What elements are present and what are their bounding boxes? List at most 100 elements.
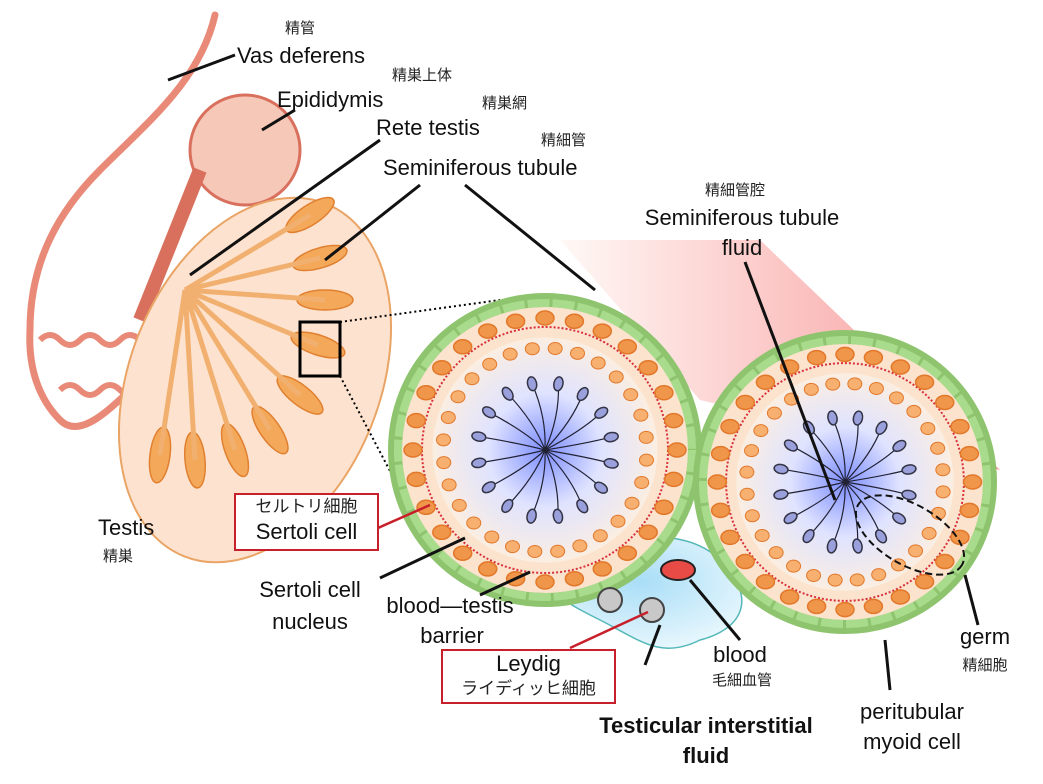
- myoid-label-1: peritubular: [860, 699, 964, 724]
- spermatid: [892, 439, 907, 453]
- germ-cell: [451, 498, 467, 512]
- spermatid: [526, 376, 538, 392]
- leydig-box: Leydig ライディッヒ細胞: [441, 649, 616, 704]
- germ-cell: [663, 471, 684, 488]
- spermatid: [603, 458, 619, 469]
- spermatid: [773, 463, 789, 475]
- germ-cell: [935, 485, 951, 499]
- germ-cell: [436, 433, 452, 447]
- germ-cell: [524, 342, 540, 356]
- germ-cell: [504, 540, 520, 554]
- spermatid: [501, 386, 514, 401]
- germ-cell: [617, 339, 638, 355]
- spermatid: [783, 511, 798, 525]
- spermatid: [783, 439, 798, 452]
- germ-cell: [739, 487, 755, 501]
- germ-cell: [440, 410, 456, 424]
- seminiferous-tubule-jp: 精細管: [541, 131, 587, 149]
- germ-cell: [608, 370, 624, 384]
- germ-cell: [847, 377, 863, 391]
- germ-cell: [436, 456, 452, 470]
- germ-cell: [720, 418, 740, 435]
- leydig-jp: ライディッヒ細胞: [461, 679, 596, 699]
- germ-cell: [908, 544, 924, 558]
- germ-cell: [592, 529, 608, 543]
- germ-cell: [590, 356, 606, 370]
- spermatid: [481, 406, 497, 419]
- germ-cell: [959, 445, 980, 462]
- germ-cell: [617, 545, 638, 561]
- germ-cell: [806, 349, 827, 366]
- spermatid: [526, 508, 537, 524]
- germ-cell: [753, 424, 769, 438]
- germ-cell: [827, 573, 843, 587]
- germ-cell: [935, 463, 951, 477]
- germ-cell: [450, 390, 466, 404]
- germ-cell: [744, 444, 760, 458]
- germ-cell: [572, 539, 588, 553]
- myoid-label-2: myoid cell: [863, 729, 961, 754]
- germ-cell: [406, 412, 427, 429]
- germ-cell: [935, 553, 955, 570]
- leydig-cell: [639, 597, 665, 623]
- sertoli-cell-label: Sertoli cell: [255, 519, 358, 544]
- germ-cell: [950, 418, 970, 435]
- lobule-duct: [182, 289, 198, 461]
- germ-cell: [888, 391, 904, 405]
- germ-cell: [871, 568, 887, 582]
- germ-cell: [914, 574, 935, 590]
- germ-cell: [835, 601, 855, 618]
- germ-cell: [768, 546, 784, 560]
- spermatid: [892, 512, 907, 525]
- lobule-duct: [184, 287, 319, 348]
- germ-cell: [786, 559, 802, 573]
- germ-jp: 精細胞: [962, 656, 1008, 674]
- germ-cell: [466, 516, 482, 530]
- germ-cell: [592, 561, 613, 577]
- germ-cell: [564, 313, 585, 330]
- blood-testis-barrier-label-2: barrier: [420, 623, 484, 648]
- germ-cell: [739, 465, 755, 479]
- interstitial-fluid-label-2: fluid: [682, 743, 730, 768]
- tubule-fluid-label-2: fluid: [721, 235, 763, 260]
- blood-vessel: [660, 559, 696, 581]
- spermatid: [901, 489, 917, 501]
- germ-cell: [868, 382, 884, 396]
- spermatid: [553, 376, 564, 392]
- spermatid: [481, 481, 496, 494]
- spermatid: [471, 457, 487, 469]
- germ-cell: [592, 323, 613, 339]
- lobule-duct: [182, 289, 238, 451]
- spermatid: [826, 538, 838, 554]
- spermatid: [552, 508, 564, 524]
- interstitial-fluid-label-1: Testicular interstitial: [599, 713, 813, 738]
- germ-cell: [935, 394, 955, 411]
- germ-cell: [710, 502, 731, 519]
- seminiferous-tubule-label: Seminiferous tubule: [383, 155, 578, 180]
- spermatid: [874, 529, 888, 544]
- germ-cell: [654, 499, 674, 516]
- germ-cell: [755, 374, 776, 390]
- spermatid: [593, 481, 609, 494]
- lobule-duct: [183, 288, 302, 397]
- germ-cell: [779, 589, 800, 605]
- sertoli-cell-box: セルトリ細胞 Sertoli cell: [234, 493, 379, 551]
- germ-cell: [484, 530, 500, 544]
- germ-cell: [890, 558, 906, 572]
- germ-cell: [863, 598, 884, 615]
- germ-cell: [803, 382, 819, 396]
- germ-cell: [959, 502, 980, 519]
- germ-cell: [564, 570, 585, 587]
- testis-label: Testis: [98, 515, 155, 540]
- spermatid: [501, 498, 514, 514]
- germ-cell: [527, 544, 543, 558]
- germ-cell: [416, 384, 436, 401]
- germ-cell: [482, 357, 498, 371]
- spermatid: [594, 406, 609, 419]
- germ-cell: [464, 372, 480, 386]
- germ-cell: [535, 310, 555, 326]
- spermatid: [773, 489, 789, 500]
- germ-cell: [806, 568, 822, 582]
- epididymis-label: Epididymis: [277, 87, 384, 112]
- germ-cell: [441, 478, 457, 492]
